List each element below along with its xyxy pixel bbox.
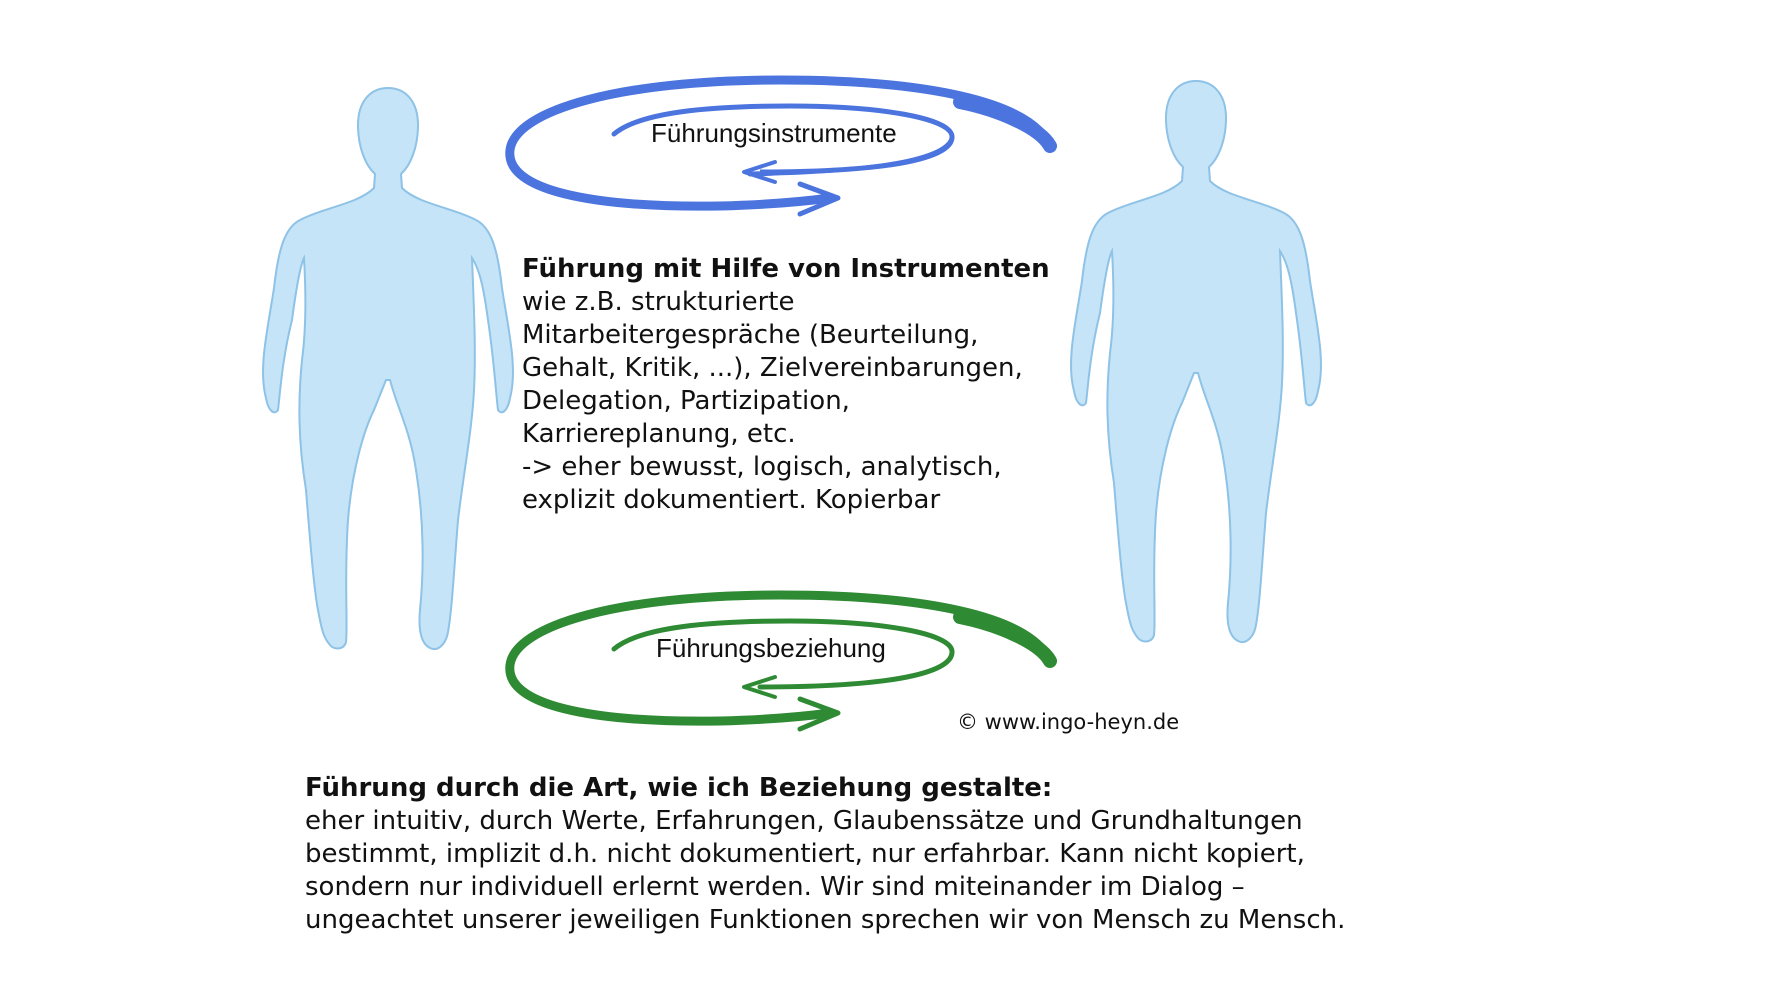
instruments-line: Gehalt, Kritik, ...), Zielvereinbarungen… <box>522 353 1023 383</box>
instruments-description: Führung mit Hilfe von Instrumenten wie z… <box>522 253 1122 517</box>
relationship-description: Führung durch die Art, wie ich Beziehung… <box>305 772 1605 937</box>
relationship-line: ungeachtet unserer jeweiligen Funktionen… <box>305 905 1346 935</box>
relationship-line: bestimmt, implizit d.h. nicht dokumentie… <box>305 839 1305 869</box>
instruments-loop-icon <box>505 75 1057 217</box>
person-left-icon <box>262 87 514 651</box>
relationship-line: sondern nur individuell erlernt werden. … <box>305 872 1245 902</box>
instruments-line: wie z.B. strukturierte <box>522 287 795 317</box>
copyright-notice: © www.ingo-heyn.de <box>957 710 1180 734</box>
relationship-loop-label: Führungsbeziehung <box>656 633 886 663</box>
relationship-heading: Führung durch die Art, wie ich Beziehung… <box>305 773 1053 803</box>
relationship-line: eher intuitiv, durch Werte, Erfahrungen,… <box>305 806 1303 836</box>
relationship-loop-icon <box>505 590 1057 732</box>
instruments-line: Karriereplanung, etc. <box>522 419 796 449</box>
instruments-line: Delegation, Partizipation, <box>522 386 850 416</box>
instruments-line: -> eher bewusst, logisch, analytisch, <box>522 452 1002 482</box>
instruments-heading: Führung mit Hilfe von Instrumenten <box>522 254 1050 284</box>
instruments-line: Mitarbeitergespräche (Beurteilung, <box>522 320 979 350</box>
instruments-line: explizit dokumentiert. Kopierbar <box>522 485 941 515</box>
instruments-loop-label: Führungsinstrumente <box>651 118 897 148</box>
